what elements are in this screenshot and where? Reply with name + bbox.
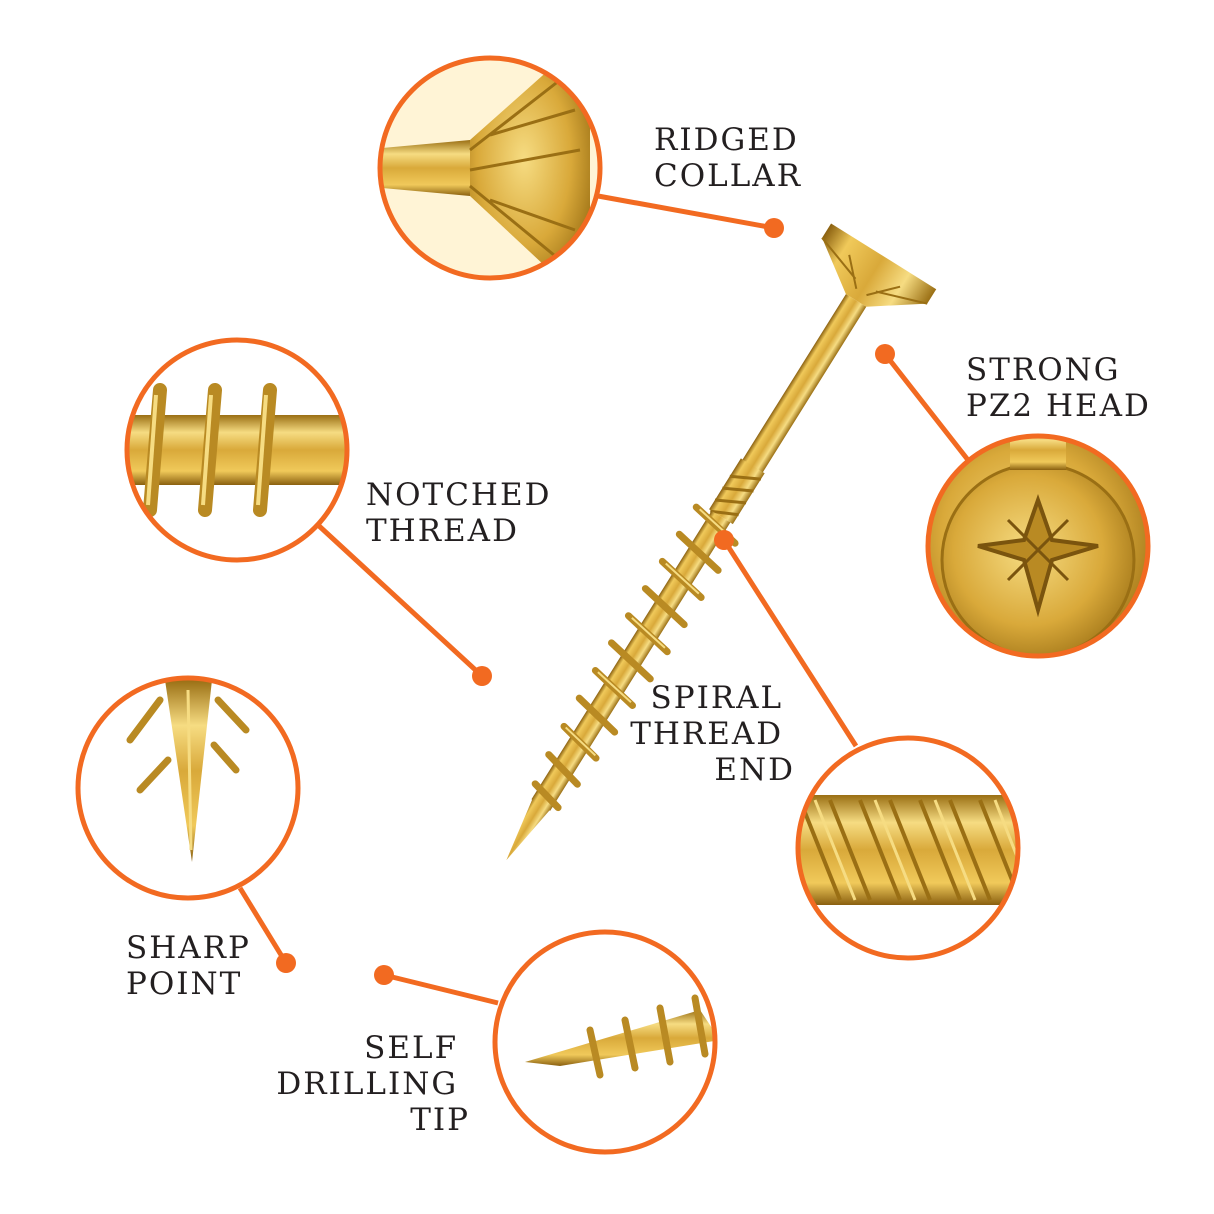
connector-sharp-point — [237, 886, 289, 965]
callout-strong-pz2-head — [925, 433, 1151, 659]
connector-dots — [276, 218, 895, 985]
callout-self-drilling-tip — [492, 929, 718, 1155]
dot-notched-thread — [472, 666, 492, 686]
callout-ridged-collar — [377, 55, 603, 281]
callout-circle-spiral-thread — [795, 735, 1021, 961]
dot-spiral-thread — [714, 530, 734, 550]
dot-sharp-point — [276, 953, 296, 973]
pz2-recess-icon — [977, 493, 1099, 618]
connector-self-drilling — [383, 972, 499, 1006]
label-self-drilling-tip: SELF DRILLING TIP — [276, 1030, 470, 1138]
screw-head — [822, 223, 937, 307]
callout-sharp-point — [75, 675, 301, 901]
dot-strong-head — [875, 344, 895, 364]
screw-tip — [506, 794, 553, 861]
callout-circle-sharp-point — [75, 675, 301, 901]
dot-self-drilling — [374, 965, 394, 985]
callout-circle-strong-head — [925, 433, 1151, 659]
label-spiral-thread-end: SPIRAL THREAD END — [630, 680, 795, 788]
label-sharp-point: SHARP POINT — [126, 930, 263, 1002]
screw-spiral-section — [709, 458, 765, 525]
label-ridged-collar: RIDGED COLLAR — [654, 122, 811, 194]
main-screw — [506, 223, 937, 861]
connectors — [237, 193, 970, 1006]
connector-ridged-collar — [597, 193, 775, 231]
connector-notched-thread — [316, 523, 484, 678]
callout-circle-self-drilling — [492, 929, 718, 1155]
connector-spiral-thread — [721, 538, 859, 748]
screw-shank — [739, 294, 867, 477]
dot-ridged-collar — [764, 218, 784, 238]
connector-strong-head — [883, 352, 970, 462]
label-strong-pz2-head: STRONG PZ2 HEAD — [966, 352, 1151, 424]
label-notched-thread: NOTCHED THREAD — [366, 477, 563, 549]
callout-circle-notched-thread — [124, 337, 350, 563]
callout-circle-ridged-collar — [377, 55, 603, 281]
callout-notched-thread — [124, 337, 350, 563]
callout-spiral-thread-end — [795, 735, 1021, 961]
